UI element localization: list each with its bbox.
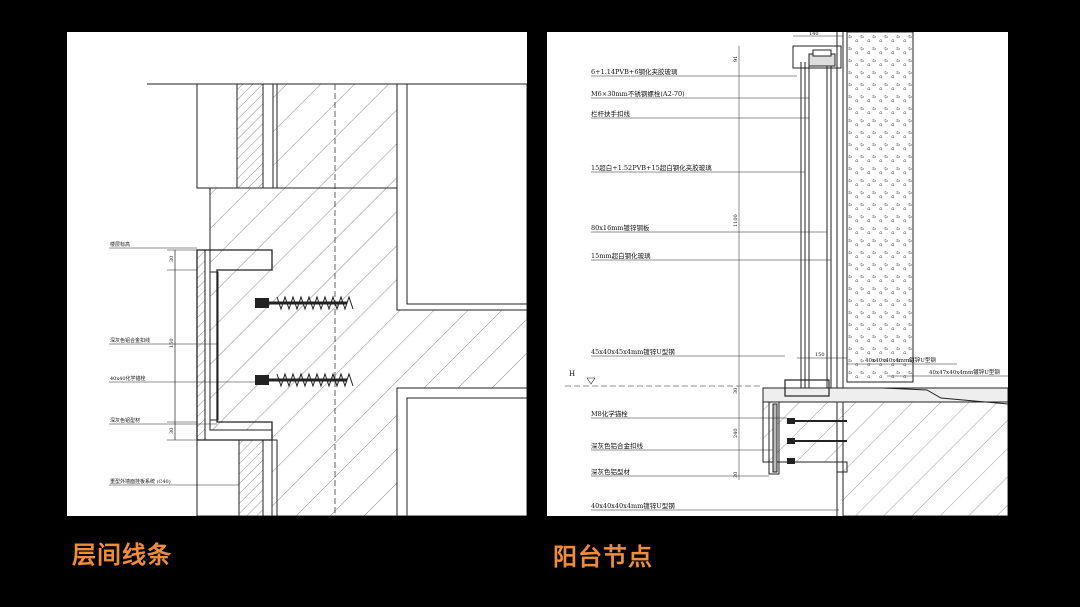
dim-top-width: 140 [809, 32, 819, 37]
dim-30-bottom: 30 [733, 472, 739, 478]
balcony-node-drawing: 140 91 1100 150 30 240 30 H [565, 32, 1008, 516]
label-tempered-glass: 15mm超白钢化玻璃 [591, 251, 651, 260]
label-laminated-glass: 6+1.14PVB+6钢化夹胶玻璃 [591, 67, 678, 76]
anchor-bolt-lower [255, 372, 354, 388]
detail-panel-interfloor-trim: 30 150 30 楼层标高 深灰色铝合金扣线 40x40化学锚栓 深灰色铝型材… [67, 32, 527, 516]
dim-left-top: 30 [169, 256, 175, 262]
interfloor-trim-drawing: 30 150 30 楼层标高 深灰色铝合金扣线 40x40化学锚栓 深灰色铝型材… [109, 83, 527, 516]
label-m8-anchor: M8化学锚栓 [591, 409, 628, 418]
dim-height: 1100 [733, 214, 739, 227]
caption-balcony-node: 阳台节点 [553, 543, 653, 571]
dim-top-rail: 91 [733, 56, 739, 62]
detail-panel-balcony-node: 140 91 1100 150 30 240 30 H [547, 32, 1008, 516]
label-chem-anchor: 40x40化学锚栓 [110, 375, 146, 382]
label-alu-trim: 深灰色铝合金扣线 [110, 337, 150, 344]
label-alu-trim: 深灰色铝合金扣线 [591, 441, 644, 450]
label-ultra-clear-glass: 15超白+1.52PVB+15超白钢化夹胶玻璃 [591, 163, 712, 172]
anchor-bolt-upper [255, 295, 354, 311]
label-floor-level: 楼层标高 [110, 241, 130, 248]
label-right-u-channel-2: 40x47x40x4mm镀锌U型钢 [929, 368, 1000, 376]
label-alu-profile: 深灰色铝型材 [110, 417, 140, 424]
caption-interfloor-trim: 层间线条 [72, 541, 172, 569]
dim-150: 150 [815, 352, 825, 358]
label-rail-trim: 栏杆扶手扣线 [591, 109, 631, 118]
level-mark-h: H [569, 370, 575, 378]
dim-left-mid: 150 [169, 338, 175, 348]
label-alu-profile: 深灰色铝型材 [591, 467, 631, 476]
label-u-channel-45: 45x40x45x4mm镀锌U型钢 [591, 347, 675, 356]
label-u-channel-40: 40x40x40x4mm镀锌U型钢 [591, 501, 675, 510]
label-wall-system: 重型外墙面挂板系统 (C40) [110, 478, 171, 485]
dim-left-bottom: 30 [169, 428, 175, 434]
dim-30-top: 30 [733, 388, 739, 394]
dim-240: 240 [733, 428, 739, 438]
label-steel-plate: 80x16mm镀锌钢板 [591, 223, 650, 232]
label-ss-bolt: M6×30mm不锈钢螺栓(A2-70) [591, 89, 685, 98]
label-right-u-channel-1: 40x40x40x4mm镀锌U型钢 [865, 356, 936, 364]
